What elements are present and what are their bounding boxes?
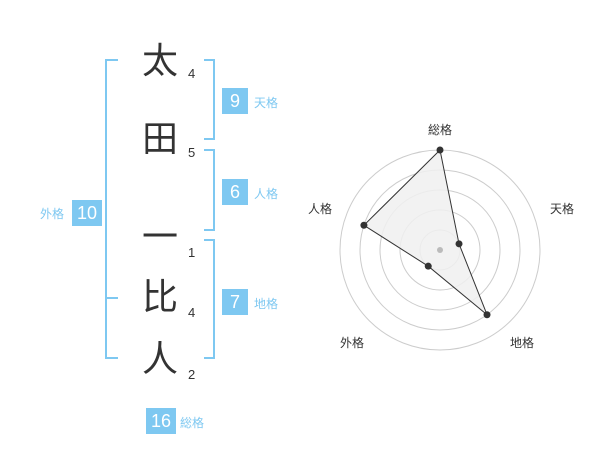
name-char-1: 太 bbox=[141, 41, 178, 82]
stroke-count-3: 1 bbox=[188, 245, 196, 260]
stroke-count-4: 4 bbox=[188, 305, 196, 320]
radar-label-jinkaku: 人格 bbox=[308, 202, 333, 216]
jinkaku-label: 人格 bbox=[254, 187, 279, 201]
radar-label-soukaku: 総格 bbox=[428, 123, 453, 137]
soukaku-label: 総格 bbox=[180, 416, 205, 430]
radar-point-5 bbox=[360, 221, 368, 229]
stroke-count-1: 4 bbox=[188, 66, 196, 81]
gaikaku-label: 外格 bbox=[40, 207, 65, 221]
tenkaku-value: 9 bbox=[222, 88, 248, 114]
tenkaku-label: 天格 bbox=[254, 96, 279, 110]
radar-point-4 bbox=[424, 262, 432, 270]
soukaku-value: 16 bbox=[146, 408, 176, 434]
name-char-3: 一 bbox=[141, 217, 178, 258]
radar-polygon bbox=[363, 148, 488, 316]
name-char-2: 田 bbox=[141, 119, 178, 160]
chikaku-label: 地格 bbox=[254, 297, 279, 311]
gaikaku-value: 10 bbox=[72, 200, 102, 226]
radar-label-chikaku: 地格 bbox=[510, 336, 535, 350]
stroke-count-2: 5 bbox=[188, 145, 196, 160]
radar-label-gaikaku: 外格 bbox=[340, 336, 365, 350]
radar-point-2 bbox=[455, 240, 463, 248]
radar-label-tenkaku: 天格 bbox=[550, 202, 575, 216]
jinkaku-value: 6 bbox=[222, 179, 248, 205]
stroke-count-5: 2 bbox=[188, 367, 196, 382]
name-char-4: 比 bbox=[141, 277, 178, 318]
name-char-5: 人 bbox=[141, 339, 178, 380]
radar-center bbox=[437, 247, 443, 253]
radar-point-1 bbox=[436, 146, 444, 154]
chikaku-value: 7 bbox=[222, 289, 248, 315]
radar-point-3 bbox=[483, 311, 491, 319]
